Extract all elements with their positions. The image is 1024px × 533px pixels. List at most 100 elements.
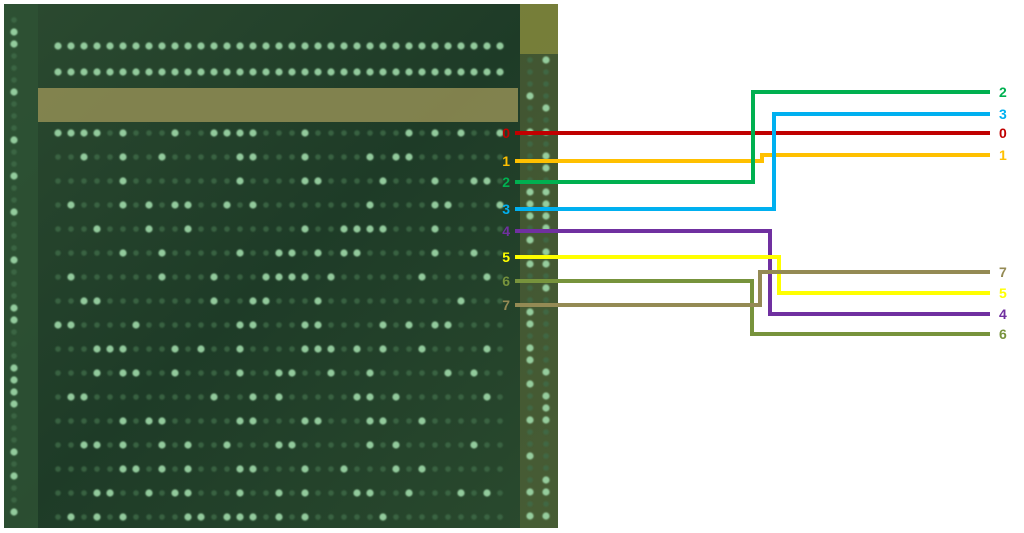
bit-cell	[81, 274, 87, 280]
bit-cell	[288, 249, 296, 257]
bit-cell	[11, 497, 17, 503]
bit-cell	[445, 250, 451, 256]
bit-cell	[107, 466, 113, 472]
bit-cell	[81, 250, 87, 256]
bit-cell	[289, 418, 295, 424]
bit-cell	[497, 418, 503, 424]
bit-cell	[445, 346, 451, 352]
right-label-4: 4	[999, 306, 1007, 322]
bit-cell	[263, 202, 269, 208]
bit-cell	[406, 370, 412, 376]
bit-cell	[263, 250, 269, 256]
bit-cell	[353, 489, 361, 497]
bit-cell	[10, 136, 18, 144]
bit-cell	[445, 418, 451, 424]
bit-cell	[301, 465, 309, 473]
bit-cell	[496, 129, 504, 137]
bit-cell	[146, 394, 152, 400]
bit-cell	[328, 418, 334, 424]
bit-cell	[93, 42, 101, 50]
bit-cell	[418, 68, 426, 76]
bit-cell	[367, 514, 373, 520]
bit-cell	[527, 333, 533, 339]
bit-cell	[341, 322, 347, 328]
bit-cell	[431, 321, 439, 329]
bit-cell	[328, 250, 334, 256]
right-label-0: 0	[999, 125, 1007, 141]
bit-cell	[542, 512, 550, 520]
bit-cell	[275, 441, 283, 449]
bit-cell	[120, 322, 126, 328]
bit-cell	[198, 466, 204, 472]
bit-cell	[470, 177, 478, 185]
bit-cell	[301, 273, 309, 281]
bit-cell	[158, 153, 166, 161]
bit-cell	[93, 369, 101, 377]
bit-cell	[458, 322, 464, 328]
bit-cell	[527, 273, 533, 279]
bit-cell	[406, 442, 412, 448]
bit-cell	[328, 322, 334, 328]
bit-cell	[393, 490, 399, 496]
bit-cell	[406, 346, 412, 352]
bit-cell	[483, 273, 491, 281]
bit-cell	[380, 250, 386, 256]
bit-cell	[249, 42, 257, 50]
bit-cell	[354, 274, 360, 280]
bit-cell	[543, 333, 549, 339]
bit-cell	[367, 466, 373, 472]
bit-cell	[340, 42, 348, 50]
bit-cell	[68, 490, 74, 496]
bit-cell	[185, 298, 191, 304]
bit-cell	[405, 489, 413, 497]
bit-cell	[471, 418, 477, 424]
bit-cell	[471, 274, 477, 280]
bit-cell	[119, 249, 127, 257]
bit-cell	[445, 514, 451, 520]
bit-cell	[120, 298, 126, 304]
bit-cell	[276, 154, 282, 160]
bit-cell	[543, 501, 549, 507]
bit-cell	[250, 442, 256, 448]
bit-cell	[444, 42, 452, 50]
bit-cell	[483, 42, 491, 50]
bit-cell	[445, 178, 451, 184]
bit-cell	[354, 514, 360, 520]
bit-cell	[497, 298, 503, 304]
bit-cell	[93, 225, 101, 233]
bit-cell	[458, 514, 464, 520]
bit-cell	[172, 274, 178, 280]
bit-cell	[249, 393, 257, 401]
bit-cell	[484, 466, 490, 472]
left-label-6: 6	[502, 273, 510, 289]
bit-cell	[262, 273, 270, 281]
bit-cell	[354, 298, 360, 304]
bit-cell	[301, 129, 309, 137]
bit-cell	[419, 442, 425, 448]
bit-cell	[367, 250, 373, 256]
bit-cell	[172, 394, 178, 400]
bit-cell	[471, 322, 477, 328]
bit-cell	[10, 88, 18, 96]
bit-cell	[497, 490, 503, 496]
bit-cell	[315, 130, 321, 136]
bit-cell	[171, 68, 179, 76]
bit-cell	[68, 178, 74, 184]
bit-cell	[185, 130, 191, 136]
bit-cell	[133, 514, 139, 520]
bit-cell	[393, 298, 399, 304]
bit-cell	[445, 466, 451, 472]
bit-cell	[11, 221, 17, 227]
bit-cell	[380, 130, 386, 136]
bit-cell	[133, 346, 139, 352]
bit-cell	[250, 274, 256, 280]
bit-cell	[133, 178, 139, 184]
bit-cell	[55, 466, 61, 472]
bit-cell	[340, 465, 348, 473]
bit-cell	[527, 297, 533, 303]
bit-cell	[366, 42, 374, 50]
bit-cell	[262, 297, 270, 305]
bit-cell	[458, 178, 464, 184]
bit-cell	[211, 178, 217, 184]
bit-cell	[302, 394, 308, 400]
